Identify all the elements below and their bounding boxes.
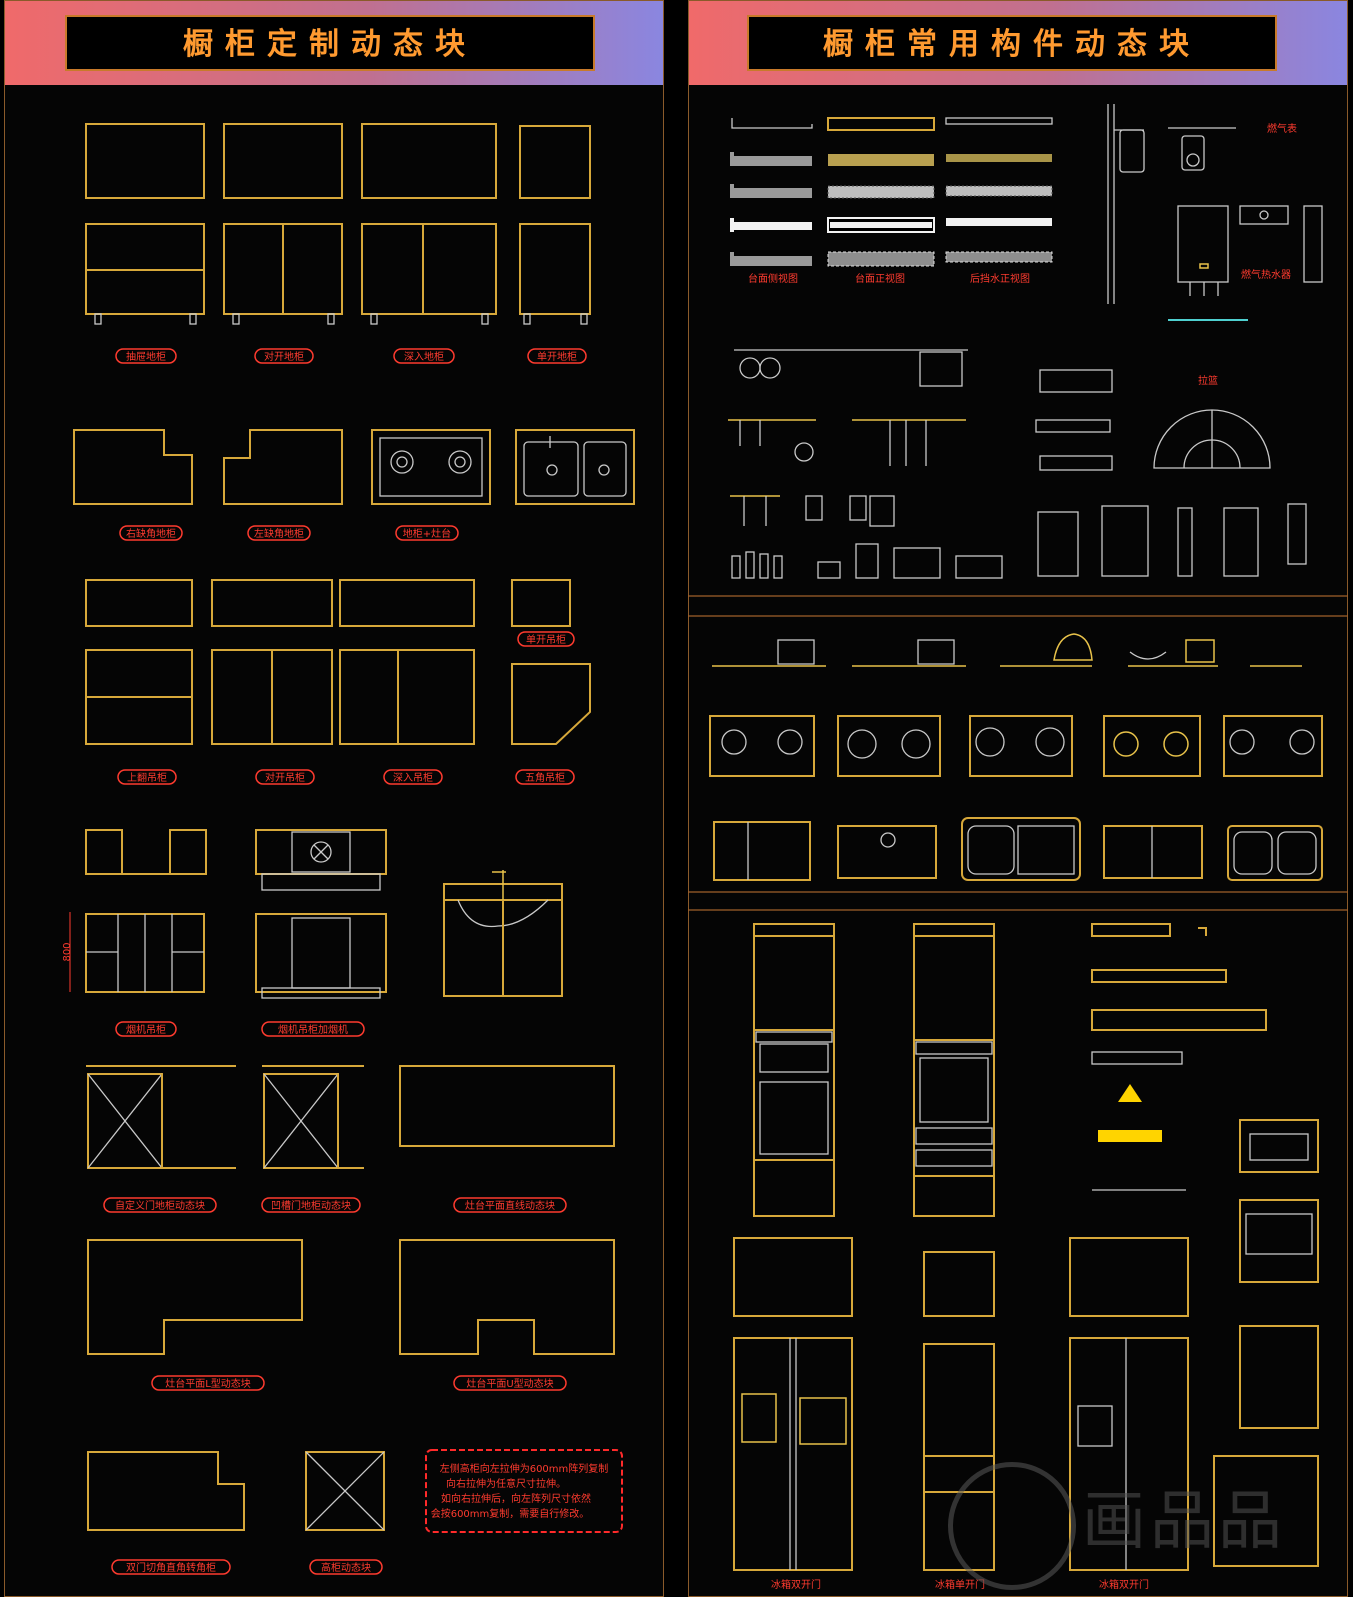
left-title: 橱柜定制动态块 [65, 15, 595, 71]
row1-labels: 抽屉地柜 对开地柜 深入地柜 单开地柜 [115, 348, 587, 364]
pull-baskets: 拉篮 [1035, 369, 1307, 577]
label-left-corner: 左缺角地柜 [254, 527, 304, 540]
dim-800: 800 [62, 942, 73, 961]
label-wall-pent: 五角吊柜 [525, 771, 565, 784]
hanging-utensils [728, 349, 1003, 579]
label-counter-line: 灶台平面直线动态块 [465, 1199, 555, 1212]
label-gas-meter: 燃气表 [1267, 122, 1297, 135]
label-right-corner: 右缺角地柜 [126, 527, 176, 540]
note-line-1: 左侧高柜向左拉伸为600mm阵列复制 [440, 1462, 609, 1475]
row2-labels: 右缺角地柜 左缺角地柜 地柜+灶台 [119, 525, 459, 541]
row5-labels: 自定义门地柜动态块 凹槽门地柜动态块 灶台平面直线动态块 [103, 1197, 567, 1213]
label-counter-l: 灶台平面L型动态块 [165, 1377, 251, 1390]
watermark-text: 画品品 [1082, 1485, 1286, 1559]
label-basket: 拉篮 [1198, 374, 1218, 387]
label-counter-front: 台面正视图 [855, 272, 905, 285]
label-fridge-a: 冰箱双开门 [771, 1578, 821, 1591]
left-header: 橱柜定制动态块 [5, 1, 663, 85]
note-line-2: 向右拉伸为任意尺寸拉伸。 [446, 1477, 566, 1490]
note-line-3: 如向右拉伸后，向左阵列尺寸依然 [441, 1492, 591, 1505]
note-box: 左侧高柜向左拉伸为600mm阵列复制 向右拉伸为任意尺寸拉伸。 如向右拉伸后，向… [425, 1449, 623, 1533]
label-base-single: 单开地柜 [537, 350, 577, 363]
label-water-heater: 燃气热水器 [1241, 268, 1291, 281]
gas-fixtures: 燃气表 燃气热水器 [1107, 104, 1323, 321]
label-base-drawer: 抽屉地柜 [126, 350, 166, 363]
stove-side-views [712, 633, 1302, 667]
row3-labels: 单开吊柜 上翻吊柜 对开吊柜 深入吊柜 五角吊柜 [117, 631, 575, 785]
label-wall-single: 单开吊柜 [526, 633, 566, 646]
row6-labels: 灶台平面L型动态块 灶台平面U型动态块 [151, 1375, 567, 1391]
label-base-stove: 地柜+灶台 [403, 527, 451, 540]
label-hood-wall-plus: 烟机吊柜加烟机 [278, 1023, 348, 1036]
wall-cabinets-row [85, 579, 591, 745]
tall-appliance-units [753, 923, 995, 1217]
right-title: 橱柜常用构件动态块 [747, 15, 1277, 71]
label-wall-deep: 深入吊柜 [393, 771, 433, 784]
label-base-double: 对开地柜 [264, 350, 304, 363]
label-custom-door: 自定义门地柜动态块 [115, 1199, 205, 1212]
fridges: 冰箱双开门 冰箱单开门 冰箱双开门 [733, 1237, 1319, 1591]
label-base-deep: 深入地柜 [404, 350, 444, 363]
right-panel: 橱柜常用构件动态块 [688, 0, 1348, 1597]
label-wall-double: 对开吊柜 [265, 771, 305, 784]
label-counter-side: 台面侧视图 [748, 272, 798, 285]
label-tall: 高柜动态块 [321, 1561, 371, 1574]
hood-cabinets-row: 800 [62, 829, 563, 999]
counter-row [87, 1239, 615, 1355]
counter-profiles: 台面侧视图 台面正视图 后挡水正视图 [730, 117, 1053, 285]
label-fridge-b: 冰箱单开门 [935, 1578, 985, 1591]
label-wall-flip: 上翻吊柜 [127, 771, 167, 784]
right-header: 橱柜常用构件动态块 [689, 1, 1347, 85]
label-backsplash-front: 后挡水正视图 [970, 272, 1030, 285]
label-hood-wall: 烟机吊柜 [126, 1023, 166, 1036]
door-cabinets-row [86, 1065, 615, 1169]
sinks [713, 817, 1323, 881]
corner-tall-row [87, 1451, 385, 1531]
row7-labels: 双门切角直角转角柜 高柜动态块 [111, 1559, 383, 1575]
note-line-4: 会按600mm复制，需要自行修改。 [431, 1507, 590, 1520]
label-counter-u: 灶台平面U型动态块 [466, 1377, 553, 1390]
corner-cabinets-row [73, 429, 635, 505]
range-hoods [1091, 923, 1319, 1283]
base-cabinets-row [85, 123, 591, 325]
label-recess-door: 凹槽门地柜动态块 [271, 1199, 351, 1212]
row4-labels: 烟机吊柜 烟机吊柜加烟机 [115, 1021, 365, 1037]
watermark-logo [948, 1462, 1076, 1590]
label-double-corner: 双门切角直角转角柜 [126, 1561, 216, 1574]
left-panel: 橱柜定制动态块 [4, 0, 664, 1597]
label-fridge-c: 冰箱双开门 [1099, 1578, 1149, 1591]
stove-tops [709, 715, 1323, 777]
